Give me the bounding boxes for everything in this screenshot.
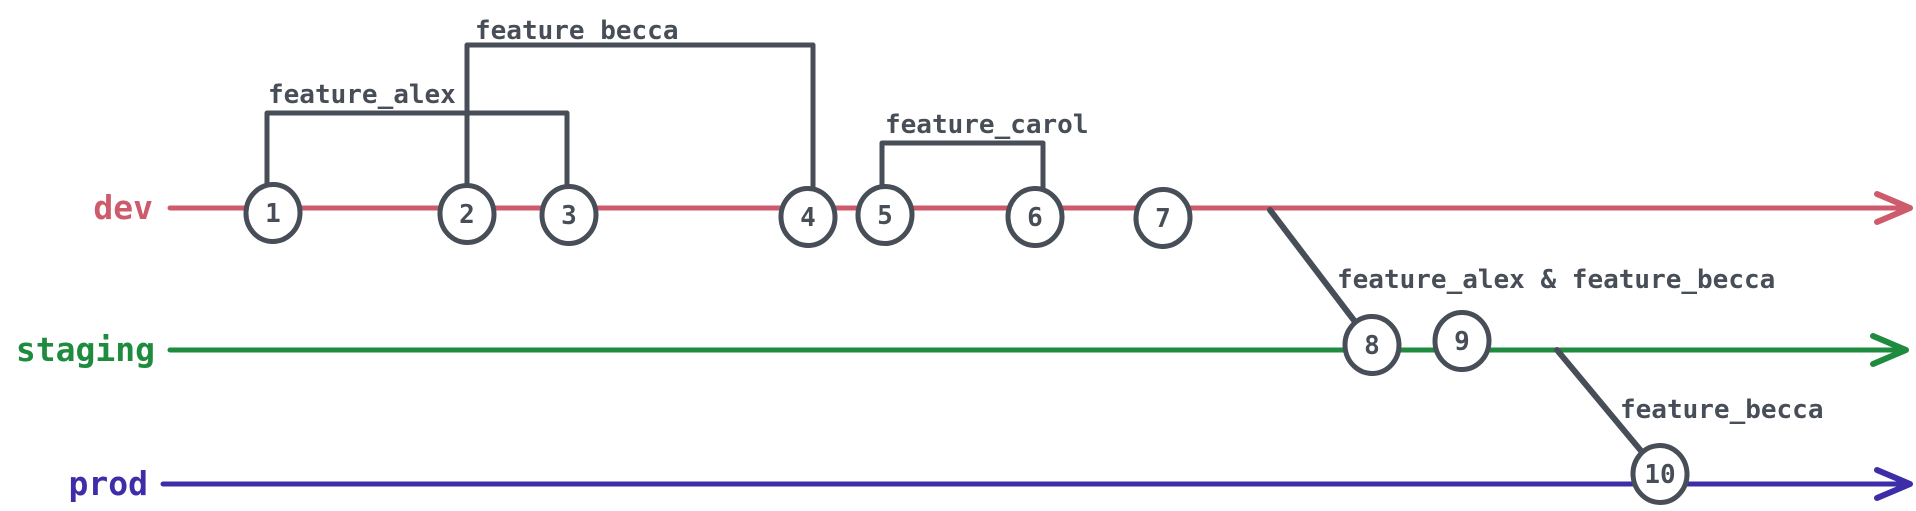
commit-node — [1432, 310, 1492, 372]
branch-label-staging: staging — [16, 330, 155, 369]
commit-number: 4 — [800, 203, 816, 233]
branch-label-prod: prod — [69, 464, 148, 503]
commit-node — [539, 184, 599, 246]
commit-number: 10 — [1644, 460, 1675, 490]
branch-label-dev: dev — [93, 188, 153, 227]
commit-node — [1342, 314, 1402, 376]
commit-number: 7 — [1155, 204, 1171, 234]
merge-label: feature_becca — [1620, 395, 1824, 425]
feature-bracket-label: feature_carol — [885, 110, 1089, 140]
commit-number: 8 — [1364, 331, 1380, 361]
branch-arrowhead-icon — [1874, 467, 1913, 501]
merge-line — [1554, 347, 1645, 455]
commit-nodes-layer: 1 2 3 4 5 6 7 8 9 10 — [243, 182, 1690, 505]
commit-node — [1630, 443, 1690, 505]
feature-bracket — [464, 42, 816, 191]
merge-line — [1267, 207, 1359, 326]
commit-number: 5 — [877, 201, 893, 231]
merge-arrows-layer — [1267, 207, 1645, 455]
commit-node — [243, 182, 303, 244]
commit-node — [437, 183, 497, 245]
commit-number: 9 — [1454, 327, 1470, 357]
commit-node — [855, 184, 915, 246]
commit-number: 1 — [265, 199, 281, 229]
commit-node — [1005, 186, 1065, 248]
feature-bracket — [264, 110, 570, 189]
feature-brackets-layer — [264, 42, 1046, 191]
commit-number: 6 — [1027, 203, 1043, 233]
commit-number: 3 — [561, 201, 577, 231]
feature-bracket — [879, 140, 1046, 191]
labels-layer: devstagingprodfeature_alexfeature_beccaf… — [16, 16, 1824, 503]
branch-arrowhead-icon — [1870, 333, 1909, 367]
feature-bracket-label: feature_becca — [475, 16, 679, 46]
commit-node — [1133, 187, 1193, 249]
branch-arrowhead-icon — [1874, 191, 1913, 225]
commit-node — [778, 186, 838, 248]
commit-number: 2 — [459, 200, 475, 230]
merge-label: feature_alex & feature_becca — [1337, 265, 1775, 295]
feature-bracket-label: feature_alex — [268, 80, 456, 110]
